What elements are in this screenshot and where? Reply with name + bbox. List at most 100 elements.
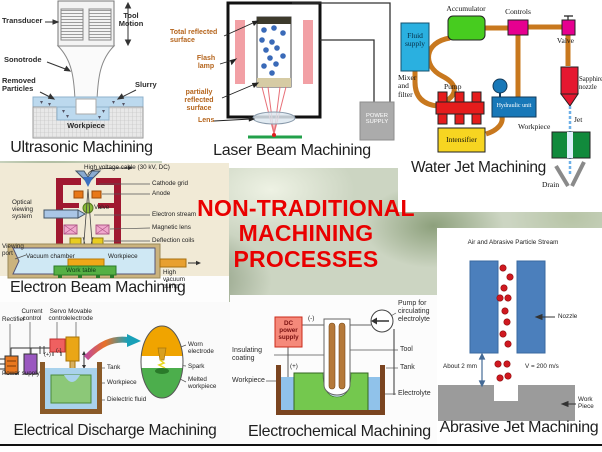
laser-rod [256, 16, 292, 88]
label-dc-power-supply: DC power supply [278, 320, 299, 342]
label-electron-stream: Electron stream [152, 211, 197, 218]
label-movable-electrode: Movable electrode [67, 308, 93, 323]
tank-shape [40, 362, 102, 414]
title-ajm: Abrasive Jet Machining [439, 419, 599, 436]
ajm-diagram [438, 260, 576, 421]
label-transducer: Transducer [2, 16, 43, 25]
label-hydraulic-unit: Hydraulic unit [496, 103, 532, 109]
cathode-shape [74, 166, 133, 187]
tool-shape [323, 318, 351, 396]
label-work-table: Work table [66, 267, 96, 274]
valve-shape [561, 15, 576, 36]
label-accumulator: Accumulator [446, 4, 486, 13]
panel-ebm: High voltage cable (30 kV, DC) Cathode g… [0, 163, 229, 302]
label-insulating-coating: Insulating coating [232, 347, 262, 362]
panel-ajm: Air and Abrasive Particle Stream Nozzle … [437, 228, 602, 445]
label-usm-workpiece: Workpiece [67, 121, 105, 130]
label-sonotrode: Sonotrode [4, 55, 42, 64]
edm-diagram [0, 322, 187, 414]
pointer-arrows [534, 313, 576, 408]
label-edm-power-supply: Power supply [2, 370, 40, 377]
flash-lamps [235, 20, 313, 84]
panel-edm: Rectifier Current control Servo control … [0, 302, 230, 444]
current-control-shape [23, 353, 38, 375]
label-ecm-tank: Tank [400, 364, 415, 371]
annotation-arrows [213, 20, 260, 122]
label-current-control: Current control [21, 308, 43, 323]
label-edm-minus: (-) [56, 348, 62, 354]
deflection-coils-shape [69, 237, 104, 245]
label-deflection-coils: Deflection coils [152, 237, 195, 244]
label-edm-plus: (+) [44, 352, 51, 358]
vacuum-pump-pipe [159, 258, 201, 268]
label-lens: Lens [198, 117, 215, 124]
workpiece-block [32, 96, 144, 139]
ecm-diagram [266, 309, 398, 415]
label-optical-viewing: Optical viewing system [12, 199, 33, 221]
label-vacuum-chamber: Vacuum chamber [26, 253, 75, 260]
transducer-shape [57, 0, 115, 47]
intensifier-box [437, 127, 486, 153]
label-edm-tank: Tank [107, 364, 121, 371]
vacuum-chamber-shape [7, 243, 161, 279]
label-drain: Drain [542, 180, 560, 189]
rectifier-stripes [7, 360, 16, 367]
label-ecm-minus: (-) [308, 315, 315, 322]
label-edm-workpiece: Workpiece [107, 379, 137, 386]
label-dielectric-fluid: Dielectric fluid [107, 396, 147, 403]
label-gap: About 2 mm [443, 363, 477, 370]
label-controls: Controls [505, 7, 531, 16]
label-high-vacuum-pump: High vacuum pump [163, 269, 186, 291]
magnetic-lens-shape [63, 224, 110, 235]
hydraulic-unit-shape [491, 78, 537, 118]
label-work-piece: Work Piece [578, 396, 594, 411]
label-pump: Pump [444, 82, 462, 91]
beam-and-lens [248, 86, 302, 139]
power-supply-box [359, 101, 395, 141]
wj-workpiece-shape [551, 131, 591, 159]
abrasive-particles [40, 101, 125, 119]
label-ecm-plus: (+) [290, 363, 298, 370]
label-rectifier: Rectifier [2, 316, 26, 323]
accumulator-box [447, 15, 486, 41]
label-sapphire-nozzle: Sapphire nozzle [579, 76, 602, 91]
label-fluid-supply: Fluid supply [404, 31, 425, 49]
sonotrode-horn [56, 45, 116, 101]
bottom-margin [0, 446, 602, 452]
ebm-title-strip [0, 276, 229, 302]
ultrasonic-diagram [32, 0, 144, 139]
title-ecm: Electrochemical Machining [248, 423, 431, 440]
drain-shape [554, 161, 586, 188]
circuit-wires [0, 342, 67, 370]
fluid-supply-box [400, 22, 430, 72]
label-viewing-port: Viewing port [2, 243, 24, 258]
waterjet-diagram [400, 15, 591, 188]
title-ultrasonic: Ultrasonic Machining [10, 139, 153, 156]
laser-diagram [213, 1, 395, 141]
nozzle-walls [469, 260, 546, 354]
electron-stream-lines [82, 188, 94, 264]
label-velocity: V = 200 m/s [525, 363, 559, 370]
optical-viewing-shape [43, 209, 87, 219]
label-partially-reflected: partially reflected surface [184, 89, 214, 112]
annotation-arrows [39, 1, 137, 100]
pipes [412, 24, 571, 137]
anode-shape [73, 190, 102, 199]
valve-shape [82, 202, 94, 214]
label-worn-electrode: Worn electrode [188, 341, 214, 356]
label-slurry: Slurry [135, 80, 157, 89]
controls-box [507, 19, 529, 36]
wires [292, 2, 391, 102]
label-ecm-pump: Pump for circulating electrolyte [398, 300, 430, 323]
label-mixer-filter: Mixer and filter [398, 73, 417, 99]
label-tool-motion: Tool Motion [118, 11, 144, 29]
label-flash-lamp: Flash lamp [196, 55, 216, 70]
servo-control-shape [49, 338, 66, 356]
central-title-line1: NON-TRADITIONAL [197, 195, 415, 221]
label-ebm-workpiece: Workpiece [108, 253, 138, 260]
panel-laser: Total reflected surface Flash lamp parti… [162, 0, 402, 168]
zoom-arrow [83, 334, 141, 361]
pump-shape [370, 309, 394, 333]
panel-waterjet: Fluid supply Mixer and filter Accumulato… [398, 0, 602, 212]
